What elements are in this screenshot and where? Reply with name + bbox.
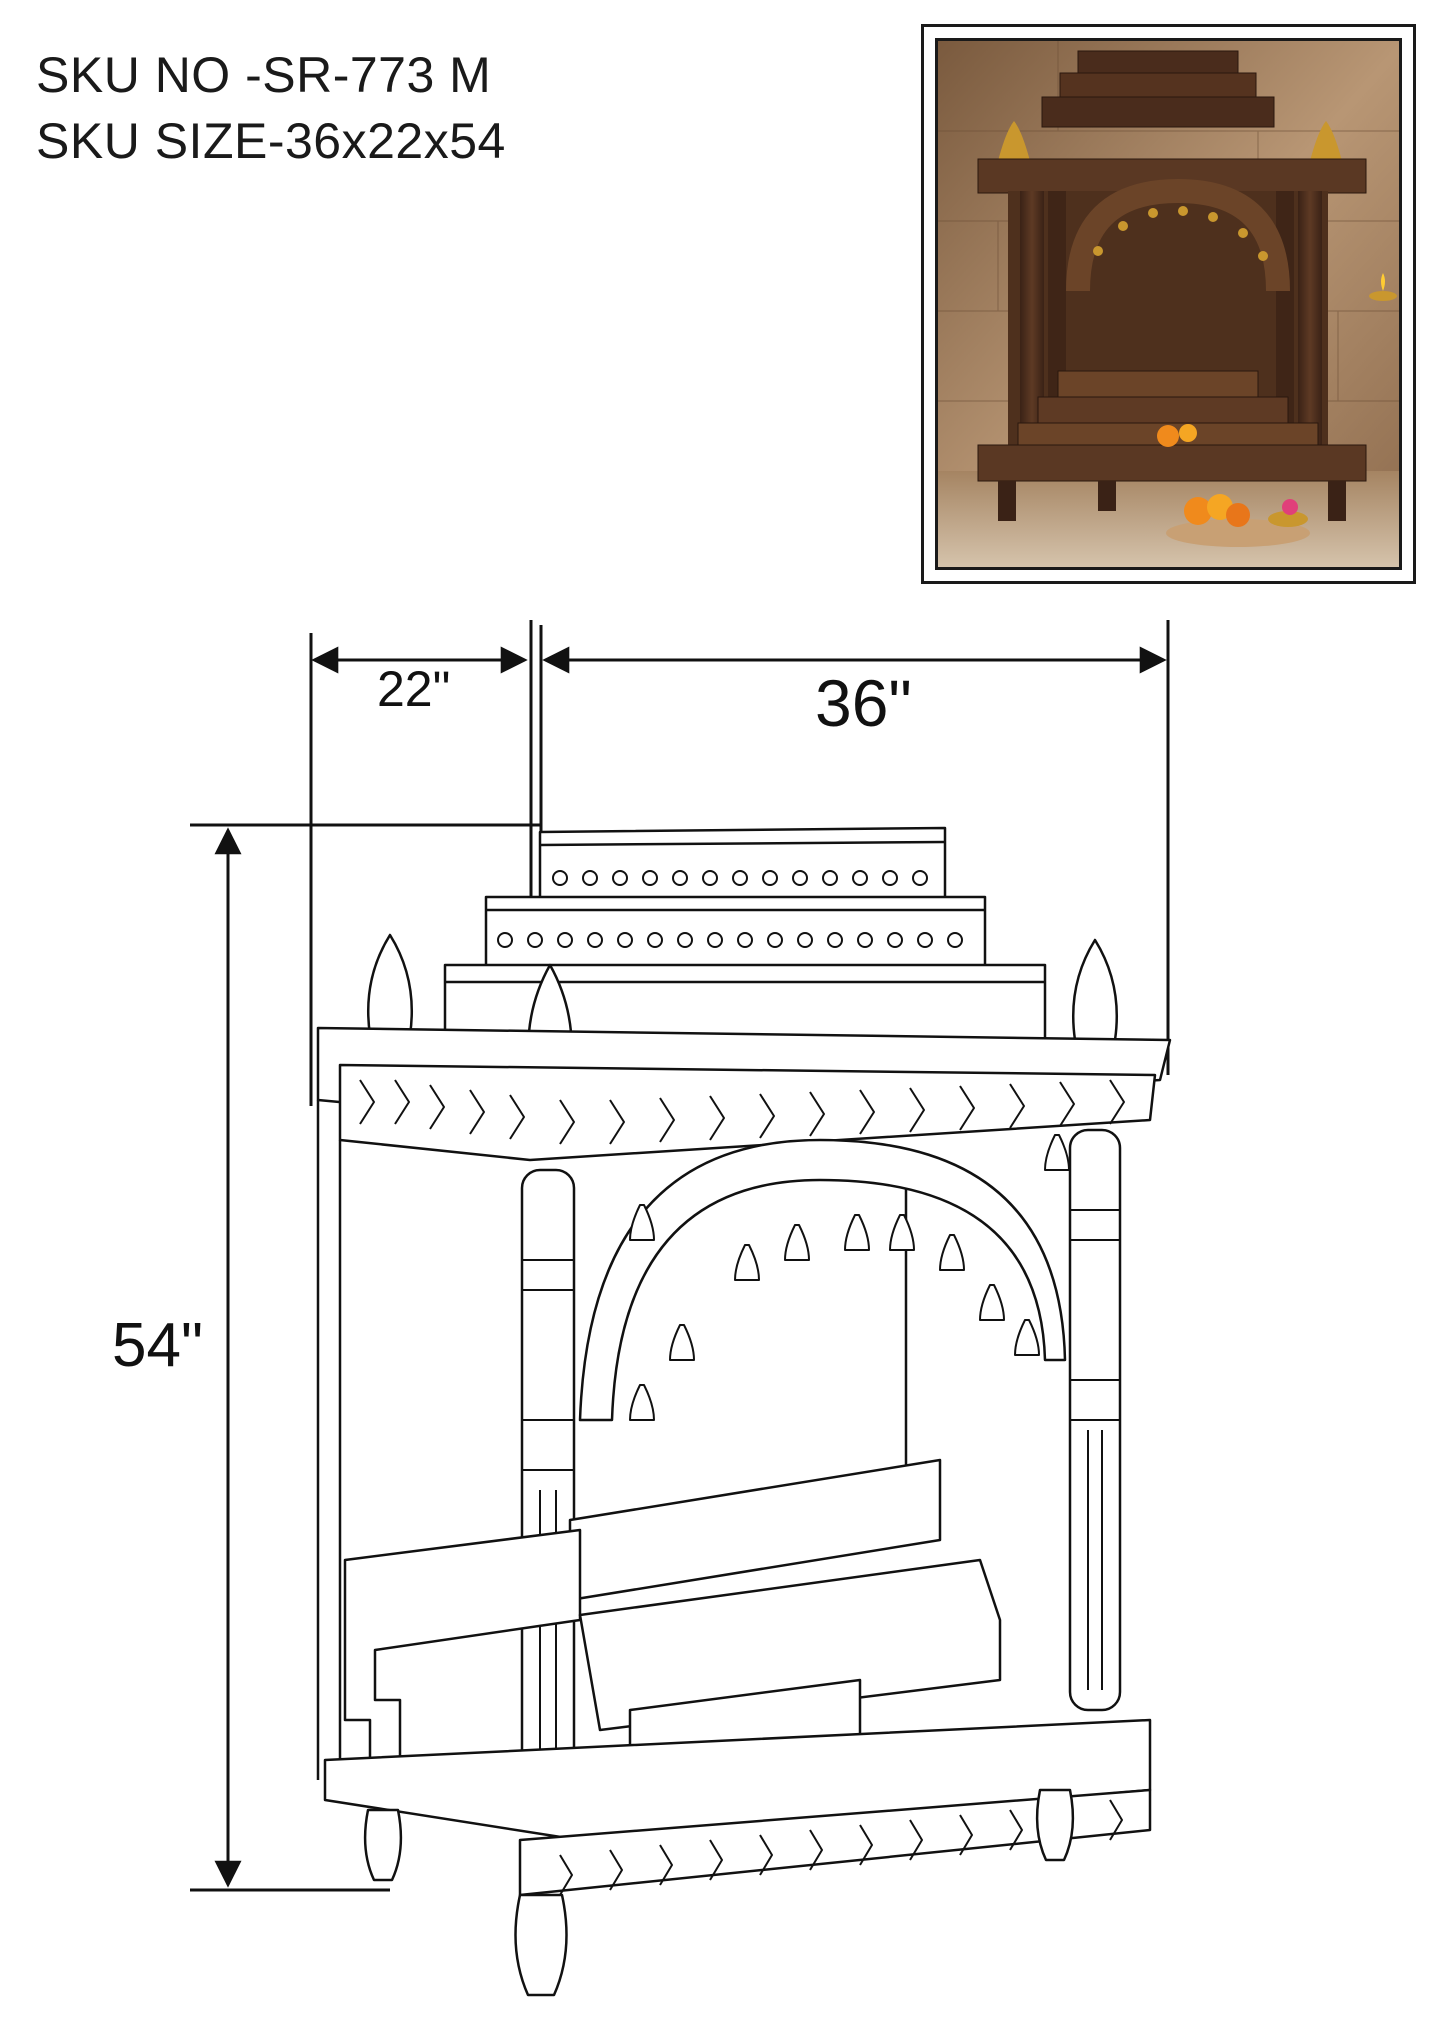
- product-photo: [935, 38, 1402, 570]
- bells: [629, 1134, 1070, 1421]
- finial-right: [1072, 938, 1118, 1042]
- finial-left: [367, 933, 413, 1037]
- sku-size: SKU SIZE-36x22x54: [36, 113, 506, 169]
- top-frieze: [338, 1063, 1157, 1162]
- sku-number: SKU NO -SR-773 M: [36, 47, 492, 103]
- temple-outline: [316, 826, 1172, 1997]
- temple-photo-illustration: [938, 41, 1399, 567]
- pillar-front-left: [520, 1168, 576, 1802]
- leg-back-right: [1035, 1788, 1075, 1862]
- base-frieze: [518, 1788, 1152, 1897]
- depth-label: 22": [377, 661, 451, 717]
- leg-front-left: [514, 1893, 568, 1997]
- product-photo-frame: [921, 24, 1416, 584]
- height-label: 54": [112, 1311, 203, 1380]
- leg-back-left: [363, 1808, 403, 1882]
- width-label: 36": [815, 666, 912, 740]
- carved-arch: [578, 1138, 1067, 1422]
- sku-info: SKU NO -SR-773 M SKU SIZE-36x22x54: [36, 42, 506, 174]
